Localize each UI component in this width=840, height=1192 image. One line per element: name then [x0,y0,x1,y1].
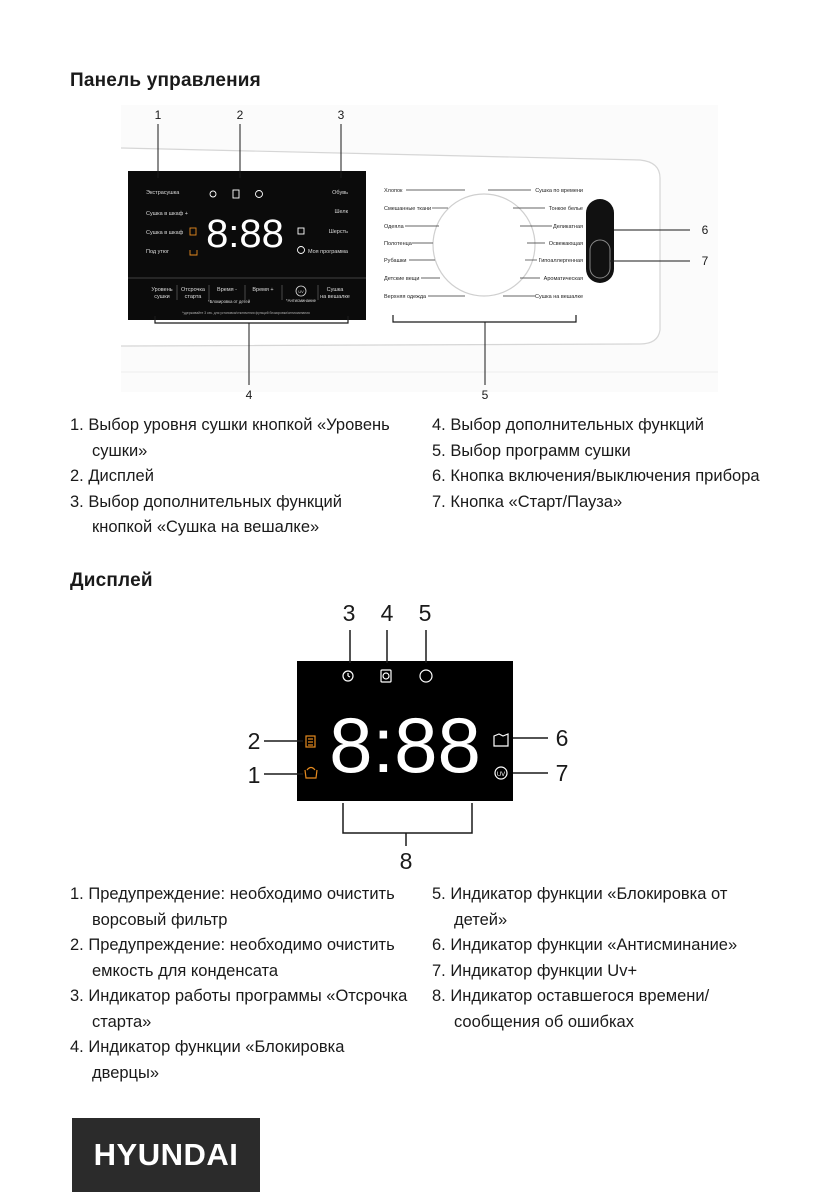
panel-left-label: Сушка в шкаф [146,230,184,236]
panel-button-label: Отсрочка [181,287,206,293]
display-callout: 7 [556,760,569,786]
uv-icon [494,766,508,780]
lint-filter-icon [189,250,198,256]
legend-item: 5. Индикатор функции «Блокировка от дете… [432,885,728,929]
display-callout: 4 [381,600,394,626]
panel-left-label: Экстрасушка [146,190,180,196]
program-label: Смешанные ткани [384,206,431,212]
control-panel-illustration: Экстрасушка Сушка в шкаф + Сушка в шкаф … [120,105,718,400]
program-label: Хлопок [384,188,403,194]
panel-right-label: Шерсть [329,229,348,235]
display-legend-left: 1. Предупреждение: необходимо очистить в… [70,882,410,1086]
legend-item: 2. Предупреждение: необходимо очистить е… [70,936,395,980]
legend-item: 7. Индикатор функции Uv+ [432,961,638,980]
legend-item: 3. Выбор дополнительных функций кнопкой … [70,492,342,537]
legend-item: 1. Предупреждение: необходимо очистить в… [70,885,395,929]
display-callout: 5 [419,600,432,626]
brand-logo: HYUNDAI [72,1118,260,1192]
panel-button-label: Уровень [151,287,172,293]
panel-fine-print: *удерживайте 3 сек. для установки/отключ… [182,311,310,315]
program-label: Рубашки [384,258,406,264]
legend-item: 4. Индикатор функции «Блокировка дверцы» [70,1038,345,1082]
condensate-tank-icon [189,227,197,236]
display-heading: Дисплей [70,570,153,591]
legend-item: 5. Выбор программ сушки [432,441,631,460]
program-label: Деликатная [553,224,583,230]
legend-item: 7. Кнопка «Старт/Пауза» [432,492,623,511]
display-callout: 3 [343,600,356,626]
panel-right-label: Обувь [332,190,348,196]
anti-crease-note: *Антисминание [286,298,317,303]
child-lock-icon [419,669,433,683]
condensate-tank-icon [305,735,316,748]
anti-crease-icon [297,227,305,235]
panel-button-label: Время + [252,287,273,293]
panel-right-label: Моя программа [308,249,349,255]
panel-button-label: на вешалке [320,294,350,300]
program-label: Ароматическая [544,276,583,282]
panel-button-label: Время - [217,287,237,293]
uv-icon [297,246,305,254]
child-lock-icon [255,190,263,198]
program-label: Детские вещи [384,276,419,282]
panel-callout: 4 [246,388,253,400]
display-callout: 2 [248,728,261,754]
panel-legend-right: 4. Выбор дополнительных функций 5. Выбор… [432,413,762,515]
program-label: Гипоаллергенная [539,258,583,264]
lint-filter-icon [304,766,318,779]
program-label: Сушка на вешалке [535,294,583,300]
child-lock-note: *Блокировка от детей [208,299,251,304]
legend-item: 1. Выбор уровня сушки кнопкой «Уровень с… [70,416,390,460]
panel-callout: 2 [237,108,244,122]
legend-item: 6. Индикатор функции «Антисминание» [432,936,738,954]
program-label: Тонкое белье [549,206,583,212]
program-label: Полотенца [384,241,413,247]
panel-callout: 6 [702,223,709,237]
program-label: Верхняя одежда [384,294,427,300]
program-label: Освежающая [549,241,583,247]
uv-button-icon [295,285,307,297]
panel-heading: Панель управления [70,70,261,91]
door-lock-icon [232,189,240,199]
display-callout: 8 [400,848,413,874]
display-panel [297,661,513,801]
panel-right-label: Шелк [334,209,348,215]
panel-callout: 1 [155,108,162,122]
program-dial [432,193,536,297]
legend-item: 6. Кнопка включения/выключения прибора [432,467,760,485]
alarm-clock-icon [342,670,354,682]
anti-crease-icon [493,733,509,747]
panel-button-label: Сушка [327,287,345,293]
display-callout: 6 [556,725,569,751]
program-label: Сушка по времени [535,188,583,194]
panel-left-label: Под утюг [146,249,169,255]
uv-button-text: UV [298,290,304,294]
program-label: Одеяла [384,224,405,230]
display-digits: 8:88 [329,701,481,789]
display-illustration: UV 8:88 3 4 5 2 1 6 7 8 [248,600,569,874]
legend-item: 3. Индикатор работы программы «Отсрочка … [70,987,408,1031]
panel-display-digits: 8:88 [206,212,284,256]
uv-icon-text: UV [497,772,505,778]
legend-item: 2. Дисплей [70,467,154,485]
alarm-clock-icon [209,190,217,198]
panel-callout: 3 [338,108,345,122]
start-pause-button [589,239,611,279]
panel-legend-left: 1. Выбор уровня сушки кнопкой «Уровень с… [70,413,400,541]
legend-item: 4. Выбор дополнительных функций [432,416,704,434]
panel-button-label: сушки [154,294,169,300]
panel-callout: 7 [702,254,709,268]
power-start-block [586,199,614,283]
display-callout: 1 [248,762,261,788]
door-lock-icon [380,669,392,683]
legend-item: 8. Индикатор оставшегося времени/ сообще… [432,987,710,1031]
panel-callout: 5 [482,388,489,400]
panel-left-label: Сушка в шкаф + [146,211,188,217]
panel-button-label: старта [185,294,203,300]
display-legend-right: 5. Индикатор функции «Блокировка от дете… [432,882,772,1035]
